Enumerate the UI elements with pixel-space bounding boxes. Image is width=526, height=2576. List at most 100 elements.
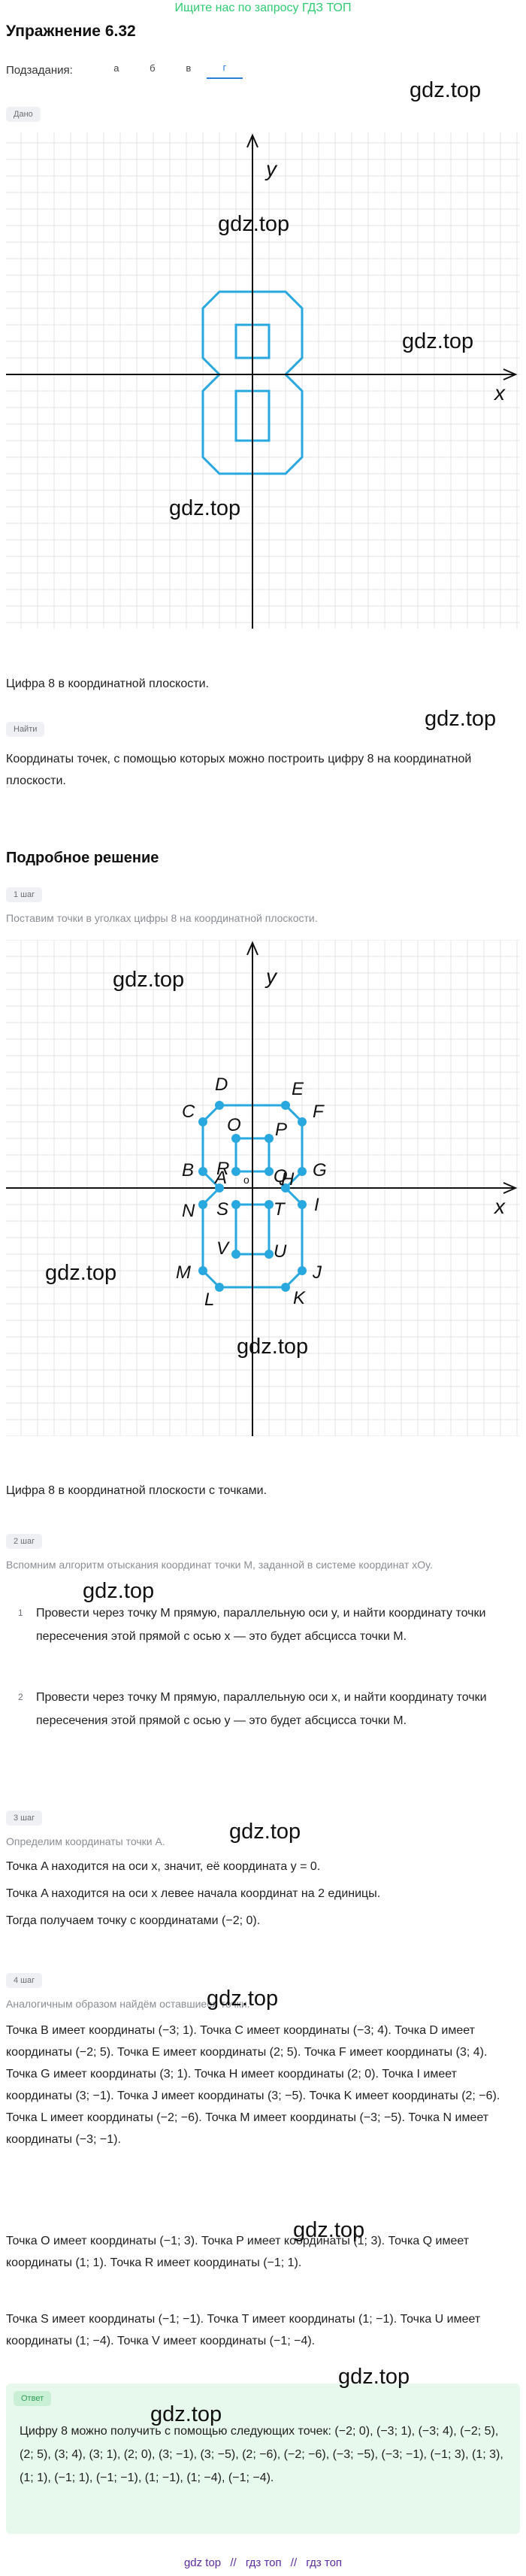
step1-intro: Поставим точки в уголках цифры 8 на коор… bbox=[6, 912, 318, 924]
answer-tag: Ответ bbox=[14, 2391, 52, 2406]
y-axis-arrow bbox=[246, 941, 258, 956]
point-d bbox=[215, 1101, 224, 1110]
footer-link[interactable]: гдз топ bbox=[306, 2556, 343, 2569]
point-v bbox=[231, 1250, 240, 1259]
y-axis-label: y bbox=[265, 157, 278, 180]
tab-a[interactable]: а bbox=[113, 62, 119, 74]
point-label-i: I bbox=[314, 1195, 319, 1215]
point-o bbox=[231, 1134, 240, 1143]
point-g bbox=[298, 1167, 307, 1176]
footer-links: gdz top // гдз топ // гдз топ bbox=[0, 2556, 526, 2569]
point-u bbox=[265, 1250, 274, 1259]
step2-intro: Вспомним алгоритм отыскания координат то… bbox=[6, 1559, 433, 1571]
watermark: gdz.top bbox=[113, 968, 185, 992]
step2-tag: 2 шаг bbox=[6, 1534, 43, 1549]
point-a bbox=[215, 1183, 224, 1193]
watermark: gdz.top bbox=[293, 2218, 365, 2242]
point-label-d: D bbox=[215, 1074, 228, 1095]
list-item-number: 2 bbox=[18, 1692, 23, 1702]
step3-line-2: Точка A находится на оси x левее начала … bbox=[6, 1887, 381, 1900]
point-m bbox=[198, 1266, 207, 1275]
point-label-s: S bbox=[216, 1199, 228, 1220]
x-axis-arrow bbox=[503, 368, 518, 380]
watermark: gdz.top bbox=[218, 212, 290, 236]
given-coordinate-plane: xy bbox=[6, 132, 520, 629]
step3-intro: Определим координаты точки A. bbox=[6, 1835, 165, 1847]
point-label-c: C bbox=[182, 1102, 195, 1122]
point-label-k: K bbox=[293, 1288, 306, 1308]
point-label-u: U bbox=[274, 1241, 287, 1262]
watermark: gdz.top bbox=[207, 1987, 279, 2011]
eight-upper-window bbox=[234, 323, 271, 359]
point-label-v: V bbox=[216, 1238, 230, 1259]
y-axis-label: y bbox=[265, 965, 278, 988]
list-item-text: Провести через точку M прямую, параллель… bbox=[36, 1607, 486, 1643]
point-k bbox=[281, 1283, 290, 1292]
x-axis-label: x bbox=[493, 1195, 506, 1218]
point-label-t: T bbox=[274, 1199, 286, 1220]
footer-separator: // bbox=[290, 2556, 298, 2569]
step3-tag: 3 шаг bbox=[6, 1811, 43, 1826]
watermark: gdz.top bbox=[338, 2365, 410, 2389]
step4-tag: 4 шаг bbox=[6, 1973, 43, 1988]
point-label-q: Q bbox=[274, 1166, 288, 1186]
watermark: gdz.top bbox=[83, 1579, 155, 1603]
find-text: Координаты точек, с помощью которых можн… bbox=[6, 753, 472, 787]
point-f bbox=[298, 1117, 307, 1126]
point-label-p: P bbox=[275, 1120, 287, 1140]
point-label-f: F bbox=[313, 1102, 325, 1122]
watermark: gdz.top bbox=[237, 1335, 309, 1359]
y-axis-arrow bbox=[246, 133, 258, 148]
find-tag: Найти bbox=[6, 722, 45, 737]
step3-line-3: Тогда получаем точку с координатами (−2;… bbox=[6, 1914, 261, 1927]
subtasks-label: Подзадания: bbox=[6, 64, 73, 77]
point-i bbox=[298, 1200, 307, 1209]
point-q bbox=[265, 1167, 274, 1176]
step3-line-1: Точка A находится на оси x, значит, её к… bbox=[6, 1860, 321, 1873]
top-search-link[interactable]: Ищите нас по запросу ГДЗ ТОП bbox=[174, 2, 352, 14]
point-l bbox=[215, 1283, 224, 1292]
watermark: gdz.top bbox=[410, 78, 482, 102]
given-caption: Цифра 8 в координатной плоскости. bbox=[6, 677, 209, 690]
step4-paragraph-2: Точка O имеет координаты (−1; 3). Точка … bbox=[6, 2235, 470, 2269]
point-e bbox=[281, 1101, 290, 1110]
point-h bbox=[281, 1183, 290, 1193]
point-label-j: J bbox=[312, 1262, 322, 1283]
x-axis-label: x bbox=[493, 381, 506, 405]
tab-b[interactable]: б bbox=[150, 62, 156, 74]
point-label-b: B bbox=[182, 1160, 194, 1180]
watermark: gdz.top bbox=[150, 2402, 222, 2426]
point-label-g: G bbox=[313, 1160, 327, 1180]
given-tag: Дано bbox=[6, 107, 41, 122]
point-label-h: H bbox=[281, 1169, 295, 1190]
step4-paragraph-3: Точка S имеет координаты (−1; −1). Точка… bbox=[6, 2313, 481, 2347]
point-t bbox=[265, 1200, 274, 1209]
footer-link[interactable]: gdz top bbox=[183, 2556, 222, 2569]
tab-v[interactable]: в bbox=[186, 62, 192, 74]
watermark: gdz.top bbox=[169, 496, 241, 520]
point-label-o: O bbox=[227, 1115, 241, 1135]
grid bbox=[6, 132, 520, 629]
footer-separator: // bbox=[230, 2556, 237, 2569]
point-label-l: L bbox=[204, 1290, 214, 1310]
watermark: gdz.top bbox=[425, 707, 497, 731]
point-label-m: M bbox=[176, 1262, 191, 1283]
tab-g[interactable]: г bbox=[206, 62, 243, 79]
list-item-text: Провести через точку M прямую, параллель… bbox=[36, 1691, 487, 1727]
point-r bbox=[231, 1167, 240, 1176]
origin-label: o bbox=[243, 1174, 249, 1186]
point-c bbox=[198, 1117, 207, 1126]
watermark: gdz.top bbox=[45, 1261, 117, 1285]
point-p bbox=[265, 1134, 274, 1143]
point-label-r: R bbox=[216, 1159, 229, 1179]
answer-box: Ответ Цифру 8 можно получить с помощью с… bbox=[6, 2384, 520, 2534]
list-item-number: 1 bbox=[18, 1608, 23, 1618]
footer-link[interactable]: гдз топ bbox=[245, 2556, 282, 2569]
step4-intro: Аналогичным образом найдём оставшиеся то… bbox=[6, 1998, 250, 2010]
eight-lower-window bbox=[234, 389, 271, 442]
solution-title: Подробное решение bbox=[6, 850, 159, 866]
watermark: gdz.top bbox=[402, 329, 474, 353]
